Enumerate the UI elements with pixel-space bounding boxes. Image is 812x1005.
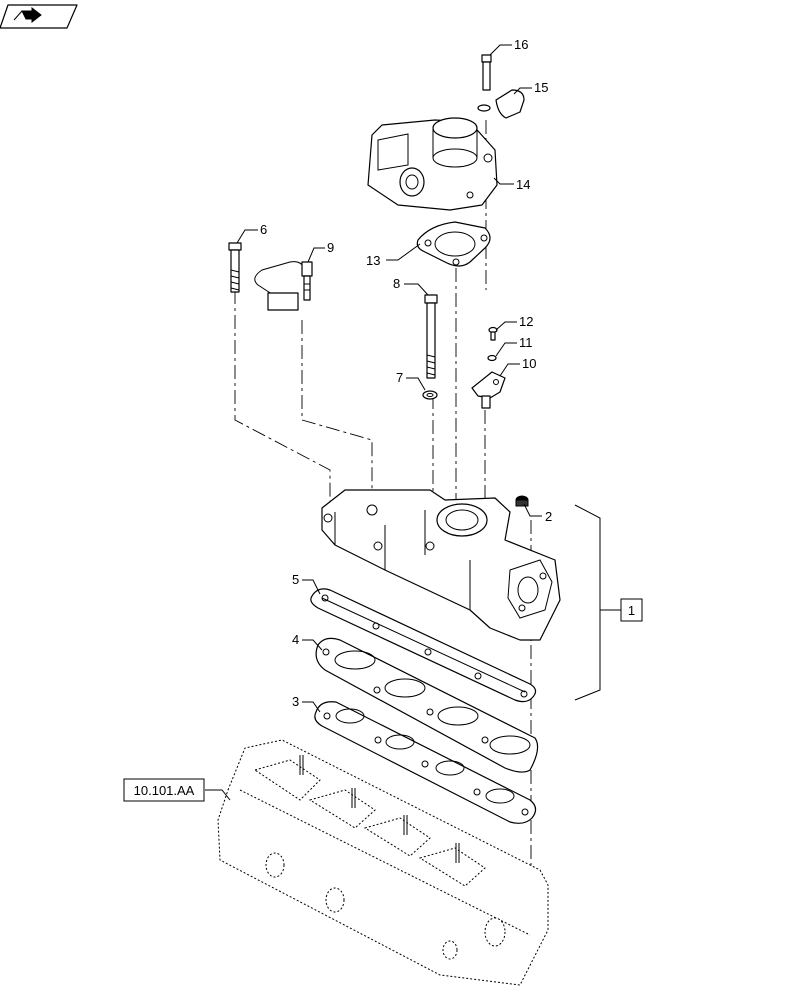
callout-1: 1: [628, 603, 635, 618]
gasket-3: [314, 701, 537, 824]
group-bracket: [574, 504, 601, 701]
callout-3: 3: [292, 694, 299, 709]
throttle-body-14: [367, 117, 498, 211]
reference-link[interactable]: 10.101.AA: [123, 778, 205, 802]
screw-12: [488, 326, 498, 341]
reference-label: 10.101.AA: [134, 783, 195, 798]
intake-manifold-1: [321, 489, 561, 641]
callout-14: 14: [516, 177, 530, 192]
callout-7: 7: [396, 370, 403, 385]
gasket-13: [416, 221, 491, 267]
return-arrow-icon: [13, 6, 42, 24]
cylinder-head-reference: [217, 739, 549, 986]
callout-8: 8: [393, 276, 400, 291]
sensor-10: [471, 371, 506, 409]
callout-13: 13: [366, 253, 380, 268]
bolt-8: [424, 294, 438, 379]
return-button[interactable]: [0, 4, 78, 29]
callout-9: 9: [327, 240, 334, 255]
bolt-16: [481, 54, 492, 91]
callout-10: 10: [522, 356, 536, 371]
callout-11: 11: [519, 335, 533, 350]
bolt-6: [228, 242, 242, 293]
callouts: 16 15 14 13 6 9 8 7 12 11 10 2 5 4 3: [260, 37, 552, 709]
plug-2: [515, 495, 529, 507]
callout-15: 15: [534, 80, 548, 95]
sensor-9: [254, 261, 313, 311]
clip-15: [477, 89, 525, 119]
callout-4: 4: [292, 632, 299, 647]
callout-12: 12: [519, 314, 533, 329]
callout-16: 16: [514, 37, 528, 52]
callout-5: 5: [292, 572, 299, 587]
gasket-5: [310, 588, 537, 703]
washer-7: [422, 390, 438, 400]
callout-2: 2: [545, 509, 552, 524]
callout-1-box: 1: [620, 598, 643, 622]
washer-11: [487, 354, 497, 362]
callout-6: 6: [260, 222, 267, 237]
spacer-plate-4: [315, 637, 539, 773]
leader-lines: [205, 44, 542, 801]
